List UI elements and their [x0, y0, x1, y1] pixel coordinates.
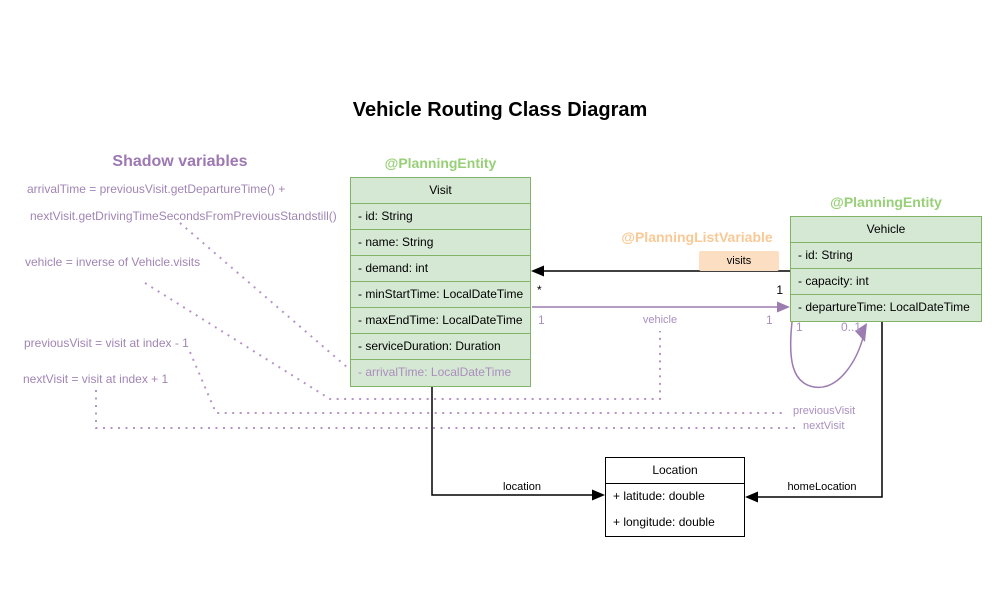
vehicle-attribute: - capacity: int — [791, 269, 981, 295]
vehicle-attribute: - departureTime: LocalDateTime — [791, 295, 981, 321]
self-loop-multiplicity-one: 1 — [796, 320, 803, 334]
visit-shadow-attribute: - arrivalTime: LocalDateTime — [351, 360, 530, 386]
previousvisit-shadow-label: previousVisit — [793, 405, 856, 417]
shadow-variable-formula: arrivalTime = previousVisit.getDeparture… — [27, 182, 286, 196]
vehicle-multiplicity-right: 1 — [766, 313, 773, 327]
vehicle-planning-entity-annotation: @PlanningEntity — [830, 194, 942, 210]
visit-attribute: - id: String — [351, 204, 530, 230]
shadow-variable-formula: nextVisit.getDrivingTimeSecondsFromPrevi… — [30, 209, 337, 223]
nextvisit-shadow-label: nextVisit — [803, 420, 845, 432]
homelocation-arrowhead-icon — [745, 491, 758, 503]
visit-attribute: - demand: int — [351, 256, 530, 282]
vehicle-arrowhead-icon — [777, 301, 790, 313]
vehicle-self-loop-line — [789, 321, 865, 388]
location-association-line — [431, 386, 592, 496]
visit-planning-entity-annotation: @PlanningEntity — [384, 155, 497, 171]
vehicle-shadow-dotted-line — [144, 282, 661, 400]
visit-attribute: - minStartTime: LocalDateTime — [351, 282, 530, 308]
visits-multiplicity-one: 1 — [776, 283, 783, 297]
vehicle-multiplicity-left: 1 — [538, 313, 545, 327]
planning-list-variable-annotation: @PlanningListVariable — [621, 229, 773, 245]
shadow-variable-formula: previousVisit = visit at index - 1 — [24, 336, 189, 350]
self-loop-multiplicity-zero-or-one: 0..1 — [841, 320, 862, 334]
visits-multiplicity-many: * — [537, 283, 542, 297]
visit-class-node[interactable]: Visit - id: String - name: String - dema… — [350, 177, 531, 387]
self-loop-arrowhead-icon — [855, 323, 867, 342]
vehicle-attribute: - id: String — [791, 243, 981, 269]
homelocation-association-line — [758, 321, 883, 498]
location-association-label: location — [503, 481, 541, 493]
visit-attribute: - serviceDuration: Duration — [351, 334, 530, 360]
shadow-variable-formula: nextVisit = visit at index + 1 — [23, 372, 169, 386]
location-class-node[interactable]: Location + latitude: double + longitude:… — [605, 457, 745, 537]
vehicle-class-node[interactable]: Vehicle - id: String - capacity: int - d… — [790, 216, 982, 322]
visit-attribute: - maxEndTime: LocalDateTime — [351, 308, 530, 334]
arrivaltime-shadow-dotted-line — [179, 222, 349, 369]
location-arrowhead-icon — [592, 489, 605, 501]
diagram-title: Vehicle Routing Class Diagram — [352, 99, 648, 121]
visits-arrowhead-icon — [531, 265, 544, 277]
location-class-name: Location — [606, 458, 744, 484]
vehicle-association-label: vehicle — [642, 314, 678, 326]
visit-attribute: - name: String — [351, 230, 530, 256]
location-attribute: + latitude: double — [613, 489, 705, 503]
visit-class-name: Visit — [351, 178, 530, 204]
shadow-variables-heading: Shadow variables — [112, 153, 248, 170]
vehicle-class-name: Vehicle — [791, 217, 981, 243]
nextvisit-shadow-dotted-line — [95, 390, 799, 429]
homelocation-association-label: homeLocation — [787, 481, 857, 493]
shadow-variable-formula: vehicle = inverse of Vehicle.visits — [25, 255, 201, 269]
visits-association-label: visits — [699, 251, 779, 271]
location-attribute: + longitude: double — [613, 515, 715, 529]
